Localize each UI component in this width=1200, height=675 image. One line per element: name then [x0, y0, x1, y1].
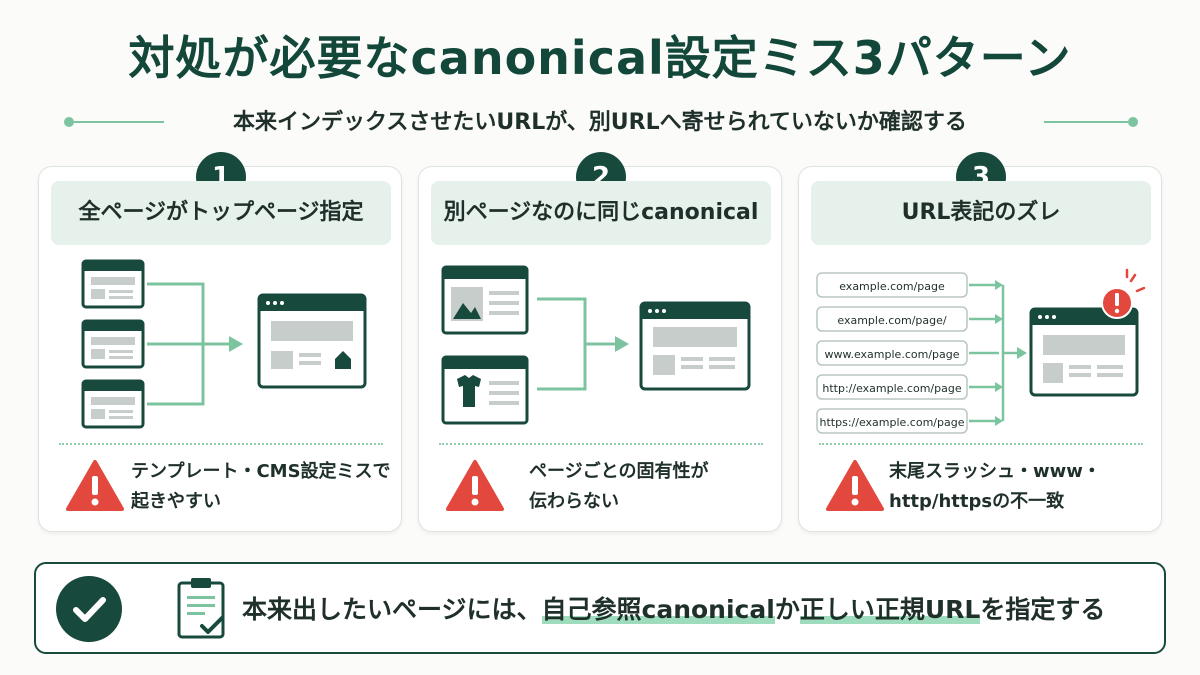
page-window-small — [81, 319, 145, 369]
card-heading: 全ページがトップページ指定 — [51, 181, 391, 245]
card-heading: URL表記のズレ — [811, 181, 1151, 245]
card-note: テンプレート・CMS設定ミスで 起きやすい — [131, 457, 391, 517]
divider — [59, 443, 383, 445]
solution-banner: 本来出したいページには、自己参照canonicalか正しい正規URLを指定する — [34, 562, 1166, 654]
top-page-window — [257, 293, 367, 389]
decor-dot — [64, 117, 74, 127]
card-note: ページごとの固有性が 伝わらない — [529, 457, 708, 517]
diagram-all-to-top — [39, 247, 403, 437]
card-heading: 別ページなのに同じcanonical — [431, 181, 771, 245]
subtitle: 本来インデックスさせたいURLが、別URLへ寄せられていないか確認する — [233, 110, 967, 135]
url-pill: http://example.com/page — [816, 374, 968, 400]
text-segment: を指定する — [980, 595, 1106, 624]
shirt-icon — [457, 375, 481, 407]
arrows — [969, 283, 1017, 423]
url-pill: https://example.com/page — [816, 408, 968, 434]
decor-dot — [1128, 117, 1138, 127]
pattern-card-1: 1 全ページがトップページ指定 — [38, 152, 403, 532]
arrows — [147, 282, 233, 406]
url-text: example.com/page — [839, 280, 945, 293]
page-window-small — [81, 379, 145, 429]
url-text: example.com/page/ — [837, 314, 947, 327]
home-icon — [335, 351, 351, 369]
page-title: 対処が必要なcanonical設定ミス3パターン — [128, 31, 1072, 85]
note-line: http/httpsの不一致 — [889, 491, 1065, 512]
target-page-window — [1029, 307, 1139, 397]
check-icon — [56, 576, 122, 642]
note-line: 伝わらない — [529, 491, 619, 512]
divider — [439, 443, 763, 445]
highlight-canonical-url: 正しい正規URL — [799, 595, 981, 624]
image-icon — [453, 303, 481, 319]
page-window-shirt — [441, 355, 529, 425]
url-text: www.example.com/page — [825, 348, 960, 361]
solution-text: 本来出したいページには、自己参照canonicalか正しい正規URLを指定する — [242, 590, 1105, 626]
card-note: 末尾スラッシュ・www・ http/httpsの不一致 — [889, 457, 1101, 517]
subtitle-row: 本来インデックスさせたいURLが、別URLへ寄せられていないか確認する — [0, 104, 1200, 138]
divider — [819, 443, 1143, 445]
url-pill: example.com/page — [816, 272, 968, 298]
url-text: http://example.com/page — [822, 382, 961, 395]
text-segment: か — [774, 595, 800, 624]
note-line: 末尾スラッシュ・www・ — [889, 461, 1101, 482]
warning-icon — [446, 460, 504, 511]
note-line: テンプレート・CMS設定ミスで — [131, 461, 391, 482]
text-segment: 本来出したいページには、 — [242, 595, 542, 624]
page-window-image — [441, 265, 529, 335]
arrows — [537, 297, 617, 391]
alert-icon — [1101, 268, 1146, 319]
note-line: 起きやすい — [131, 491, 221, 512]
url-text: https://example.com/page — [820, 416, 965, 429]
diagram-same-canonical — [419, 247, 783, 437]
url-pill: www.example.com/page — [816, 340, 968, 366]
note-line: ページごとの固有性が — [529, 461, 709, 482]
clipboard-icon — [177, 578, 225, 639]
page-window-small — [81, 259, 145, 309]
highlight-self-canonical: 自己参照canonical — [541, 595, 775, 624]
warning-icon — [826, 460, 884, 511]
pattern-card-3: 3 URL表記のズレ example.com/page example.com/… — [798, 152, 1163, 532]
decor-line — [1044, 121, 1128, 123]
pattern-card-2: 2 別ページなのに同じcanonical — [418, 152, 783, 532]
target-page-window — [639, 301, 751, 391]
warning-icon — [66, 460, 124, 511]
decor-line — [74, 121, 164, 123]
url-pill: example.com/page/ — [816, 306, 968, 332]
diagram-url-variants: example.com/page example.com/page/ www.e… — [799, 247, 1163, 437]
